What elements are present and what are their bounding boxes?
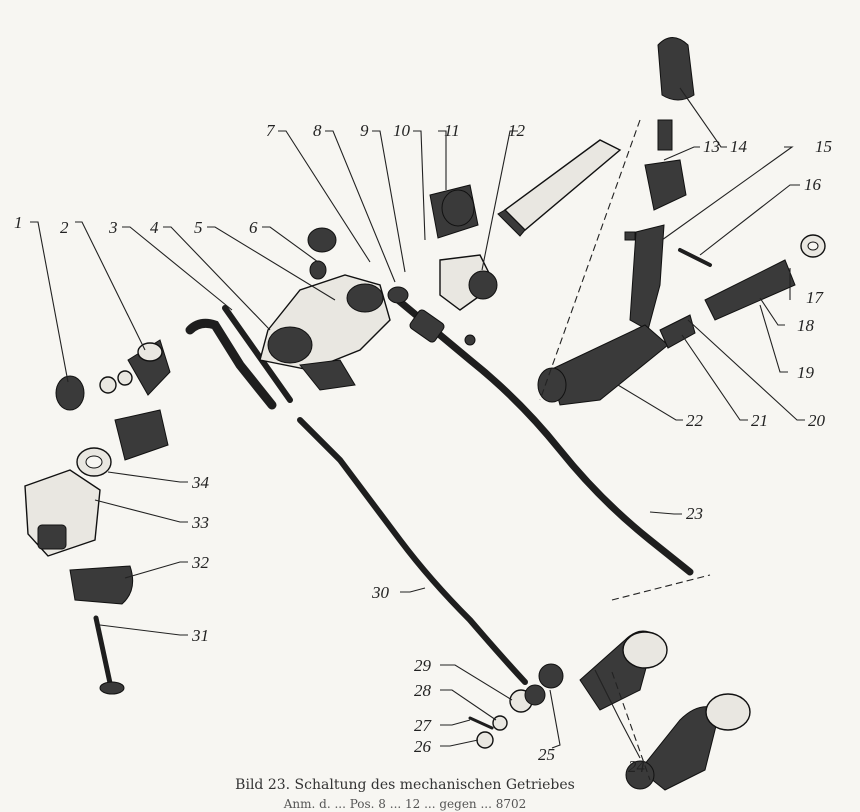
- label-34: 34: [191, 473, 210, 492]
- label-32: 32: [191, 553, 210, 572]
- label-12: 12: [508, 121, 526, 140]
- label-3: 3: [108, 218, 118, 237]
- label-23: 23: [686, 504, 703, 523]
- label-14: 14: [730, 137, 748, 156]
- leader-lines: [30, 87, 805, 759]
- label-15: 15: [815, 137, 832, 156]
- label-26: 26: [414, 737, 432, 756]
- reference-labels: 1 2 3 4 5 6 7 8 9 10 11 12 13 14 15 16 1…: [14, 121, 832, 776]
- parts-drawing: [24, 37, 826, 791]
- label-1: 1: [14, 213, 23, 232]
- figure-caption: Bild 23. Schaltung des mechanischen Getr…: [235, 777, 575, 793]
- label-11: 11: [444, 121, 460, 140]
- label-19: 19: [797, 363, 815, 382]
- label-10: 10: [393, 121, 411, 140]
- label-5: 5: [194, 218, 203, 237]
- label-4: 4: [150, 218, 159, 237]
- label-29: 29: [414, 656, 432, 675]
- label-30: 30: [371, 583, 390, 602]
- label-27: 27: [414, 716, 433, 735]
- label-28: 28: [414, 681, 432, 700]
- label-21: 21: [751, 411, 768, 430]
- label-9: 9: [360, 121, 369, 140]
- label-31: 31: [191, 626, 209, 645]
- label-24: 24: [628, 757, 646, 776]
- label-18: 18: [797, 316, 815, 335]
- label-8: 8: [313, 121, 322, 140]
- assembly-dash-lines: [539, 119, 711, 781]
- label-33: 33: [191, 513, 209, 532]
- label-25: 25: [538, 745, 555, 764]
- label-7: 7: [266, 121, 276, 140]
- figure-caption-note: Anm. d. ... Pos. 8 ... 12 ... gegen ... …: [283, 797, 527, 811]
- label-16: 16: [804, 175, 822, 194]
- label-20: 20: [808, 411, 826, 430]
- label-13: 13: [703, 137, 720, 156]
- label-17: 17: [806, 288, 825, 307]
- label-2: 2: [60, 218, 69, 237]
- label-6: 6: [249, 218, 258, 237]
- label-22: 22: [686, 411, 704, 430]
